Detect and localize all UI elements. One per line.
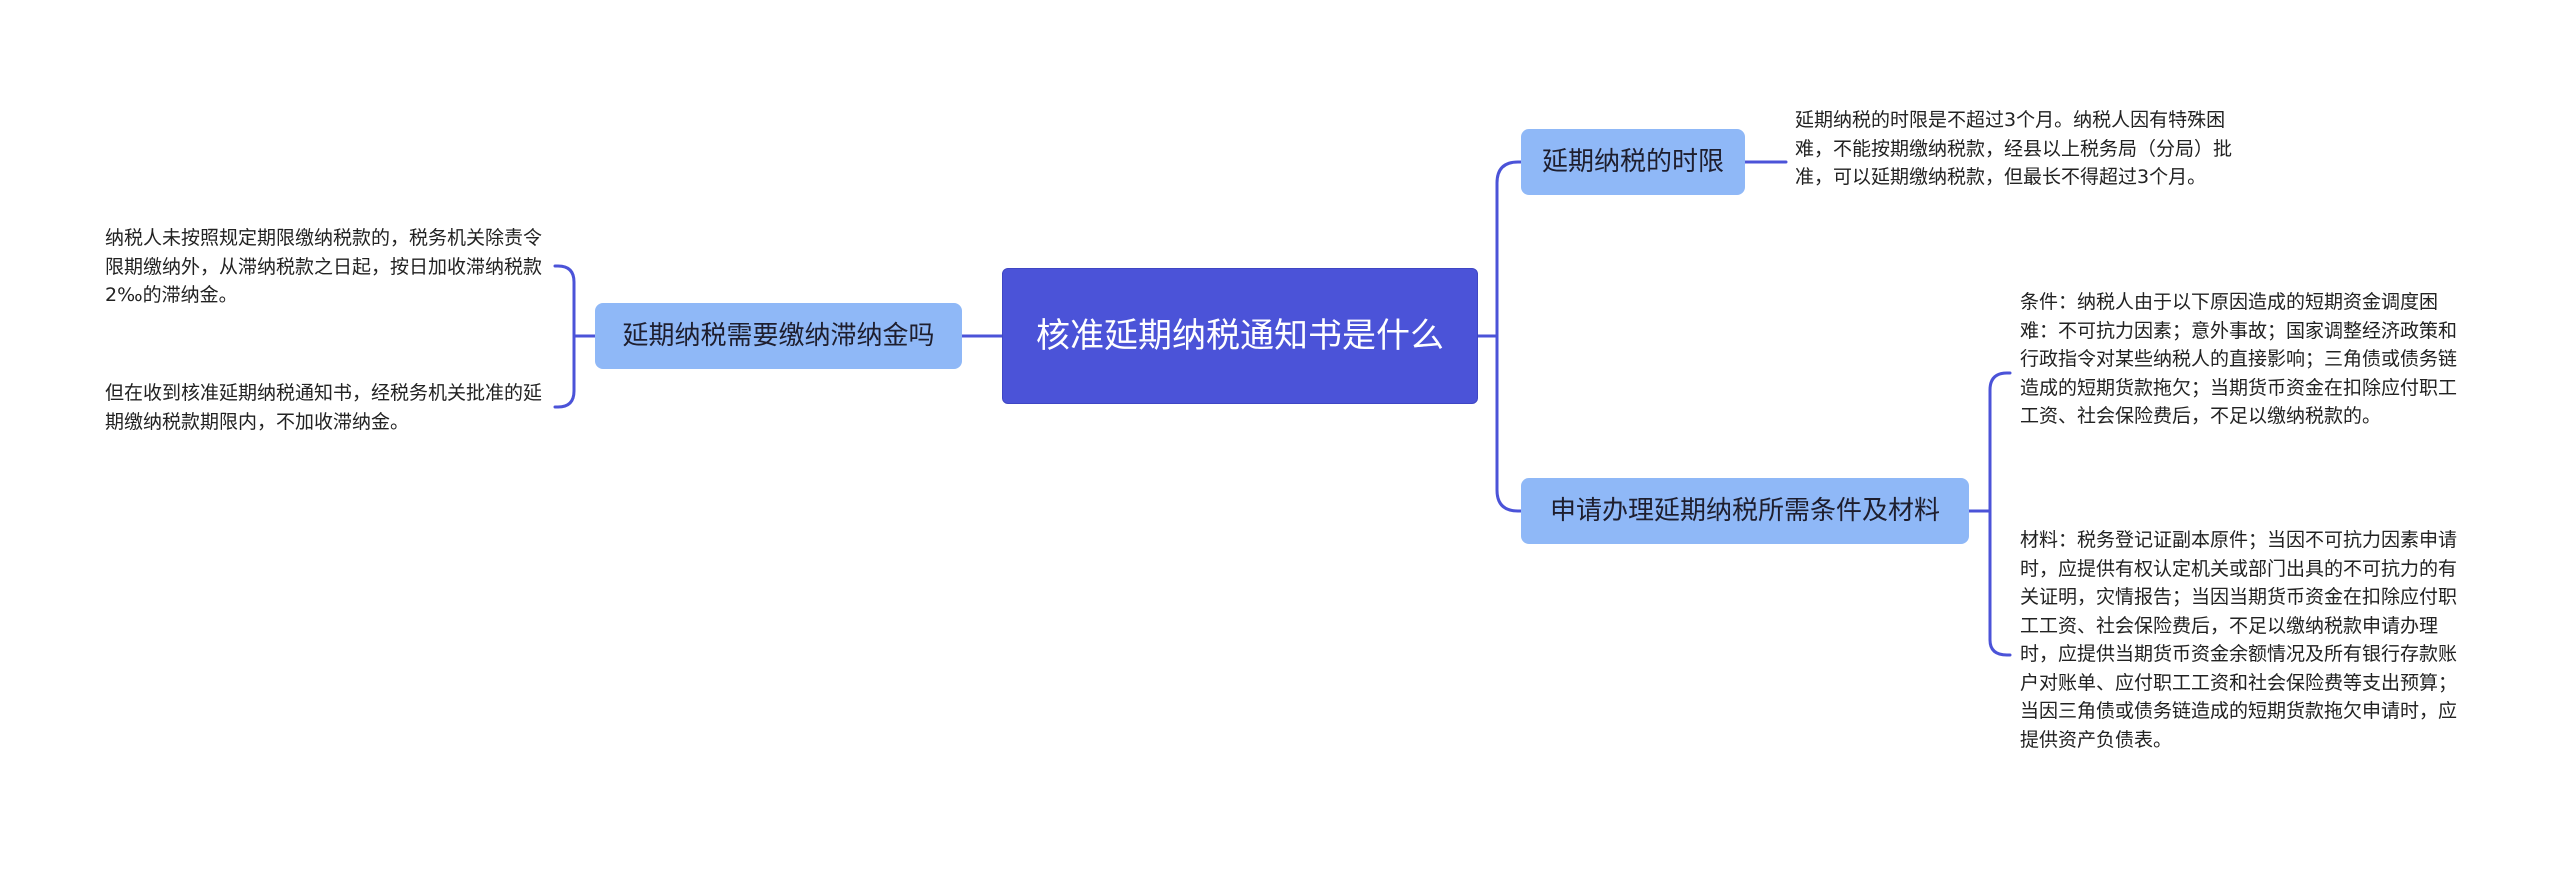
leaf-conditions: 条件：纳税人由于以下原因造成的短期资金调度困难：不可抗力因素；意外事故；国家调整… xyxy=(2020,291,2458,427)
root-label: 核准延期纳税通知书是什么 xyxy=(1036,316,1444,356)
branch-late-fee-label: 延期纳税需要缴纳滞纳金吗 xyxy=(622,321,935,351)
root-node[interactable]: 核准延期纳税通知书是什么 xyxy=(1002,268,1478,404)
leaf-materials: 材料：税务登记证副本原件；当因不可抗力因素申请时，应提供有权认定机关或部门出具的… xyxy=(2020,529,2458,751)
connector-right-spine xyxy=(1495,160,1523,513)
connector-left-bracket xyxy=(553,264,597,409)
connector-conditions-bracket xyxy=(1967,371,2012,657)
branch-conditions-materials-label: 申请办理延期纳税所需条件及材料 xyxy=(1549,496,1940,526)
leaf-late-fee-exemption: 但在收到核准延期纳税通知书，经税务机关批准的延期缴纳税款期限内，不加收滞纳金。 xyxy=(105,382,543,433)
branch-late-fee[interactable]: 延期纳税需要缴纳滞纳金吗 xyxy=(595,303,962,369)
branch-time-limit[interactable]: 延期纳税的时限 xyxy=(1521,129,1745,195)
leaf-time-limit: 延期纳税的时限是不超过3个月。纳税人因有特殊困难，不能按期缴纳税款，经县以上税务… xyxy=(1795,109,2233,188)
branch-time-limit-label: 延期纳税的时限 xyxy=(1541,147,1724,177)
leaf-late-fee-rule: 纳税人未按照规定期限缴纳税款的，税务机关除责令限期缴纳外，从滞纳税款之日起，按日… xyxy=(105,227,543,306)
branch-conditions-materials[interactable]: 申请办理延期纳税所需条件及材料 xyxy=(1521,478,1969,544)
